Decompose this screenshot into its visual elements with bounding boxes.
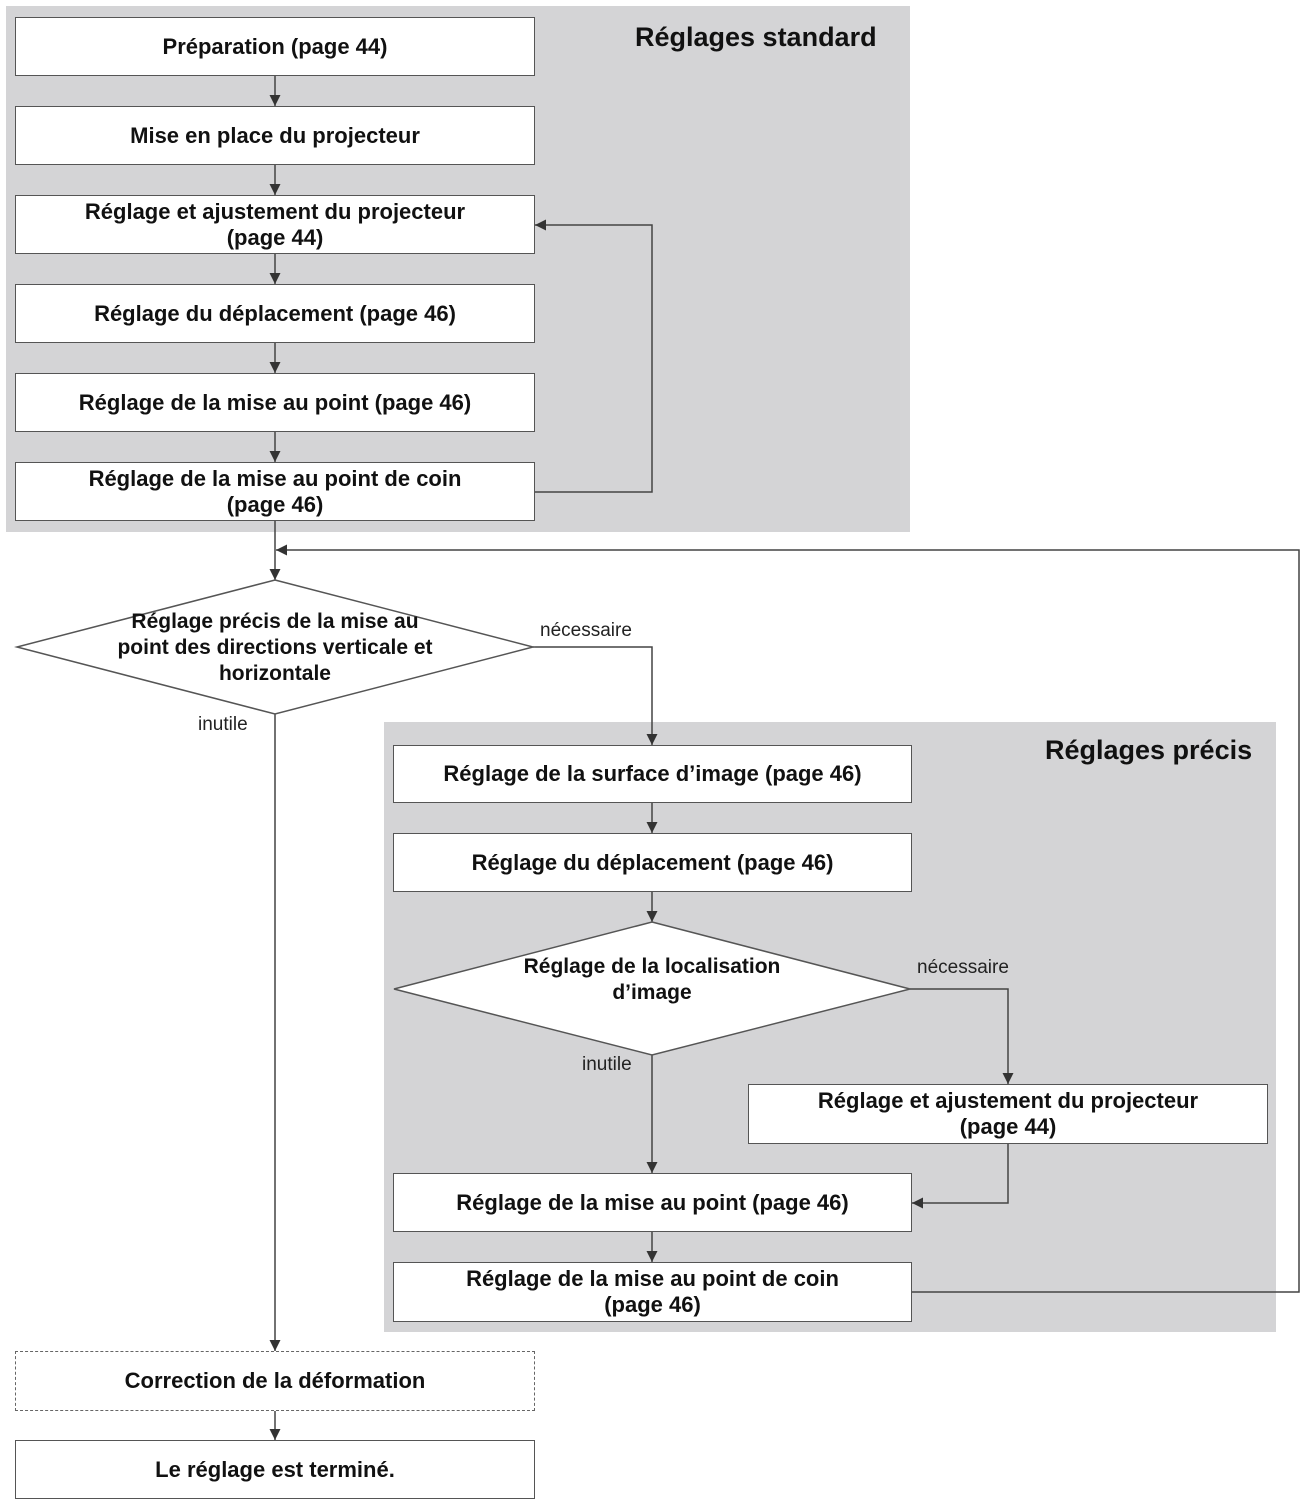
- edge-precise-needed: [533, 646, 658, 745]
- step-projector-placement: Mise en place du projecteur: [15, 106, 535, 165]
- condition-precise-needed: nécessaire: [540, 620, 632, 641]
- region-standard-settings: [6, 6, 910, 532]
- step-corner-focus-adjustment-2: Réglage de la mise au point de coin (pag…: [393, 1262, 912, 1322]
- region-standard-title: Réglages standard: [635, 22, 877, 52]
- step-image-surface-label: Réglage de la surface d’image (page 46): [443, 761, 862, 786]
- step-distortion-correction: Correction de la déformation: [15, 1351, 535, 1411]
- condition-precise-unneeded: inutile: [198, 714, 248, 735]
- step-corner-focus-adjustment: Réglage de la mise au point de coin (pag…: [15, 462, 535, 521]
- region-precise-title: Réglages précis: [1045, 735, 1253, 765]
- step-focus-adjustment: Réglage de la mise au point (page 46): [15, 373, 535, 432]
- step-shift-adjustment-2-label: Réglage du déplacement (page 46): [471, 849, 834, 875]
- step-adjustment-complete-label: Le réglage est terminé.: [155, 1456, 395, 1482]
- step-projector-placement-label: Mise en place du projecteur: [130, 122, 420, 148]
- step-preparation: Préparation (page 44): [15, 17, 535, 76]
- step-projector-adjustment-2: Réglage et ajustement du projecteur (pag…: [748, 1084, 1268, 1144]
- step-preparation-label: Préparation (page 44): [162, 33, 388, 59]
- step-shift-adjustment-2: Réglage du déplacement (page 46): [393, 833, 912, 892]
- step-shift-adjustment-label: Réglage du déplacement (page 46): [94, 300, 456, 326]
- step-distortion-correction-label: Correction de la déformation: [124, 1368, 426, 1393]
- decision-location-diamond: [393, 921, 911, 1056]
- edge-corner-2-loop-back: [276, 544, 1300, 1293]
- edge-corner-loop-back: [535, 219, 653, 493]
- step-focus-adjustment-2: Réglage de la mise au point (page 46): [393, 1173, 912, 1232]
- step-shift-adjustment: Réglage du déplacement (page 46): [15, 284, 535, 343]
- step-corner-focus-adjustment-2-label: Réglage de la mise au point de coin (pag…: [466, 1266, 839, 1317]
- step-corner-focus-adjustment-label: Réglage de la mise au point de coin (pag…: [88, 465, 462, 517]
- step-projector-adjustment: Réglage et ajustement du projecteur (pag…: [15, 195, 535, 254]
- step-adjustment-complete: Le réglage est terminé.: [15, 1440, 535, 1499]
- step-projector-adjustment-2-label: Réglage et ajustement du projecteur (pag…: [817, 1088, 1199, 1139]
- step-image-surface: Réglage de la surface d’image (page 46): [393, 745, 912, 803]
- condition-location-needed: nécessaire: [917, 957, 1009, 978]
- step-focus-adjustment-label: Réglage de la mise au point (page 46): [78, 389, 472, 415]
- step-focus-adjustment-2-label: Réglage de la mise au point (page 46): [456, 1189, 849, 1215]
- condition-location-unneeded: inutile: [582, 1054, 632, 1075]
- decision-precise-label: Réglage précis de la mise au point des d…: [117, 610, 433, 685]
- decision-precise-diamond: [14, 579, 536, 715]
- edge-location-needed: [910, 988, 1014, 1084]
- decision-location-label: Réglage de la localisation d’image: [523, 955, 781, 1004]
- step-projector-adjustment-label: Réglage et ajustement du projecteur (pag…: [84, 198, 466, 250]
- edge-adjustment-to-focus: [912, 1144, 1009, 1209]
